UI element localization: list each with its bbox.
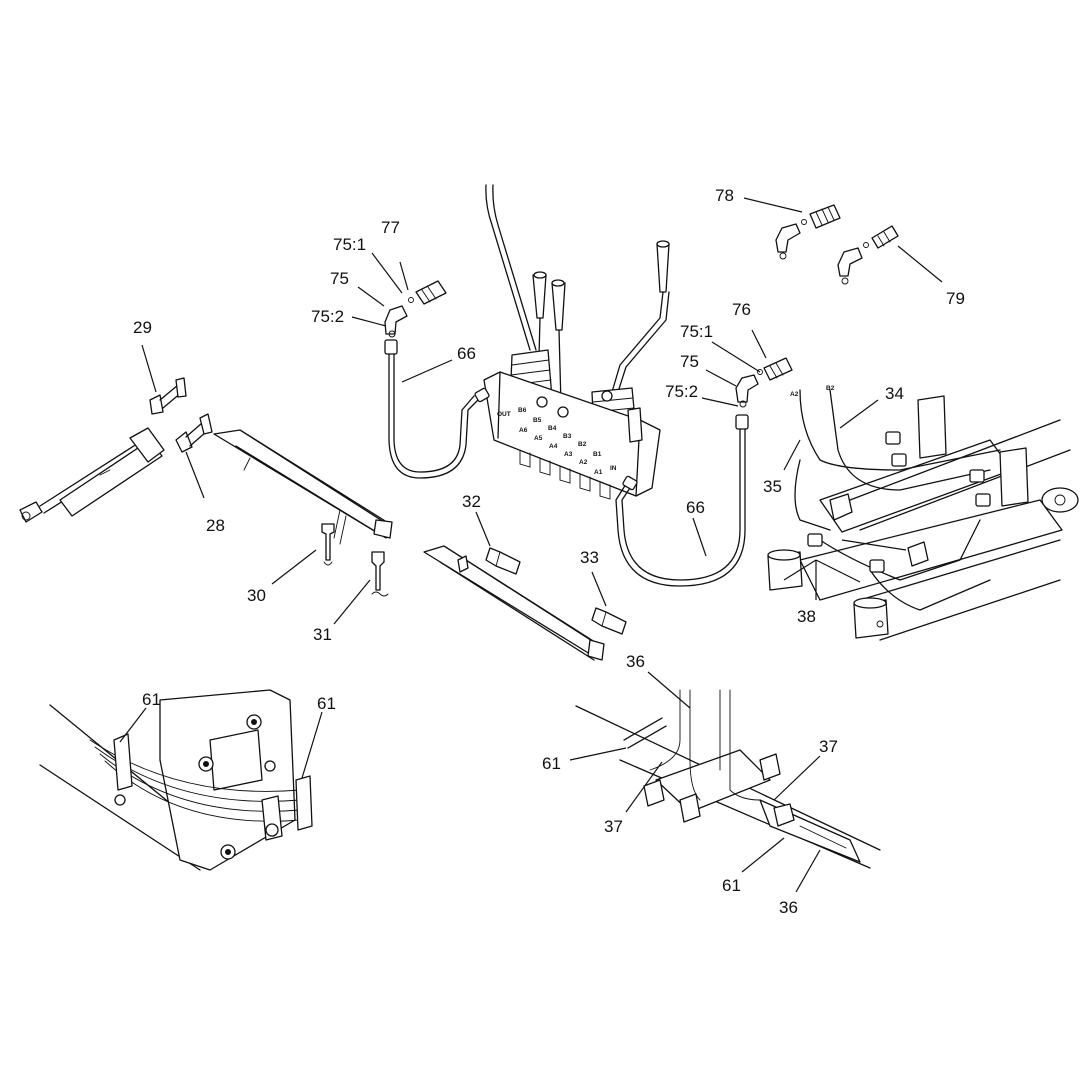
callout-36-a: 36 bbox=[626, 652, 645, 671]
callout-30: 30 bbox=[247, 586, 266, 605]
port-b1: B1 bbox=[593, 451, 602, 458]
port-a4: A4 bbox=[549, 443, 558, 450]
port-b5: B5 bbox=[533, 417, 542, 424]
port-a1: A1 bbox=[594, 469, 603, 476]
callout-75-1-right: 75:1 bbox=[680, 322, 713, 341]
callout-61-a: 61 bbox=[142, 690, 161, 709]
leader-lines bbox=[119, 197, 943, 893]
callout-75-right: 75 bbox=[680, 352, 699, 371]
callout-31: 31 bbox=[313, 625, 332, 644]
port-a5: A5 bbox=[534, 435, 543, 442]
callout-78: 78 bbox=[715, 186, 734, 205]
pin-28 bbox=[175, 413, 213, 453]
callout-33: 33 bbox=[580, 548, 599, 567]
cylinder-left bbox=[19, 427, 165, 523]
fitting-set-right bbox=[735, 357, 793, 408]
callout-77: 77 bbox=[381, 218, 400, 237]
hose-66-right bbox=[615, 414, 749, 587]
fitting-32 bbox=[485, 547, 521, 575]
hose-tag-a2: A2 bbox=[790, 391, 799, 398]
callout-66-right: 66 bbox=[686, 498, 705, 517]
callout-76: 76 bbox=[732, 300, 751, 319]
callout-75-1-left: 75:1 bbox=[333, 235, 366, 254]
fitting-set-left bbox=[384, 280, 447, 338]
callout-61-d: 61 bbox=[722, 876, 741, 895]
port-in: IN bbox=[610, 465, 617, 472]
callout-28: 28 bbox=[206, 516, 225, 535]
callout-61-b: 61 bbox=[317, 694, 336, 713]
callout-numbers: 77 75:1 75 75:2 66 29 28 30 31 32 33 76 … bbox=[133, 186, 965, 917]
callout-75-2-left: 75:2 bbox=[311, 307, 344, 326]
hose-tag-b2: B2 bbox=[826, 385, 835, 392]
pin-29 bbox=[149, 377, 187, 415]
callout-61-c: 61 bbox=[542, 754, 561, 773]
cylinder-center bbox=[423, 545, 605, 661]
callout-75-2-right: 75:2 bbox=[665, 382, 698, 401]
fitting-31 bbox=[371, 551, 389, 597]
coupler-79 bbox=[837, 225, 899, 285]
fitting-33 bbox=[591, 607, 627, 635]
clamp-detail-left bbox=[39, 689, 313, 871]
port-b4: B4 bbox=[548, 425, 557, 432]
callout-38: 38 bbox=[797, 607, 816, 626]
port-b3: B3 bbox=[563, 433, 572, 440]
callout-32: 32 bbox=[462, 492, 481, 511]
cylinder-center-left bbox=[213, 429, 393, 545]
cylinder-assembly-right: A2 B2 bbox=[767, 385, 1079, 641]
hose-66-left bbox=[384, 339, 490, 479]
callout-79: 79 bbox=[946, 289, 965, 308]
callout-37-b: 37 bbox=[604, 817, 623, 836]
control-valve-assembly: OUT B6 A6 B5 A5 B4 A4 B3 A3 B2 A2 B1 A1 … bbox=[483, 184, 670, 500]
coupler-78 bbox=[775, 204, 841, 260]
fitting-30 bbox=[321, 523, 335, 566]
callout-29: 29 bbox=[133, 318, 152, 337]
port-b6: B6 bbox=[518, 407, 527, 414]
callout-35: 35 bbox=[763, 477, 782, 496]
port-b2: B2 bbox=[578, 441, 587, 448]
port-a3: A3 bbox=[564, 451, 573, 458]
callout-37-a: 37 bbox=[819, 737, 838, 756]
callout-36-b: 36 bbox=[779, 898, 798, 917]
port-a2: A2 bbox=[579, 459, 588, 466]
clamp-detail-right bbox=[575, 689, 881, 869]
callout-66-left: 66 bbox=[457, 344, 476, 363]
callout-34: 34 bbox=[885, 384, 904, 403]
port-out: OUT bbox=[497, 411, 511, 418]
port-a6: A6 bbox=[519, 427, 528, 434]
callout-75-left: 75 bbox=[330, 269, 349, 288]
